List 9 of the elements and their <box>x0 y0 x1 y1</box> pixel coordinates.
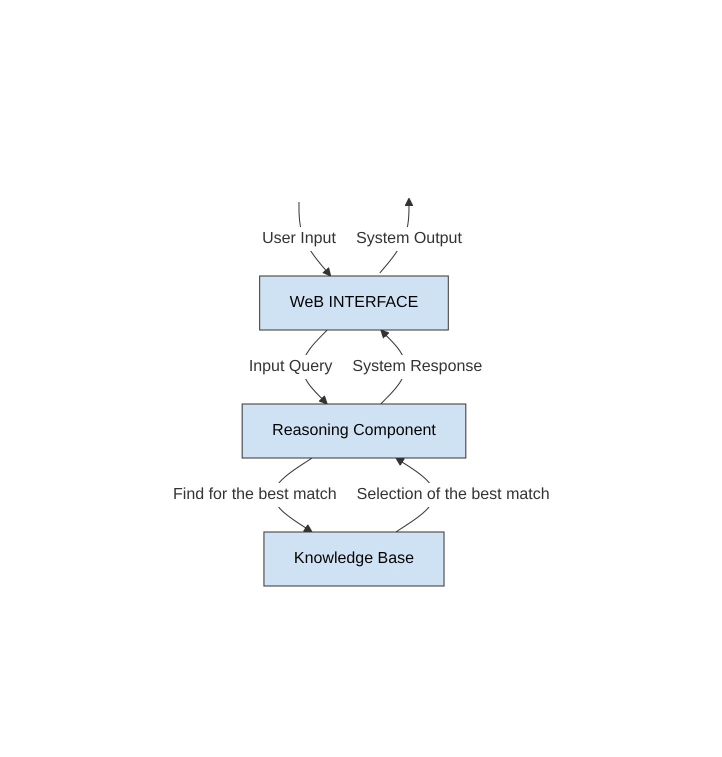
edge-label: System Output <box>356 230 462 246</box>
edge-label: System Response <box>352 358 482 374</box>
node-box: Reasoning Component <box>241 403 466 458</box>
edge-label: User Input <box>262 230 336 246</box>
node-box: Knowledge Base <box>263 531 444 586</box>
edge-label: Selection of the best match <box>356 486 550 502</box>
node-box: WeB INTERFACE <box>258 275 448 330</box>
edge-label: Find for the best match <box>172 486 336 502</box>
edge-label: Input Query <box>248 358 332 374</box>
